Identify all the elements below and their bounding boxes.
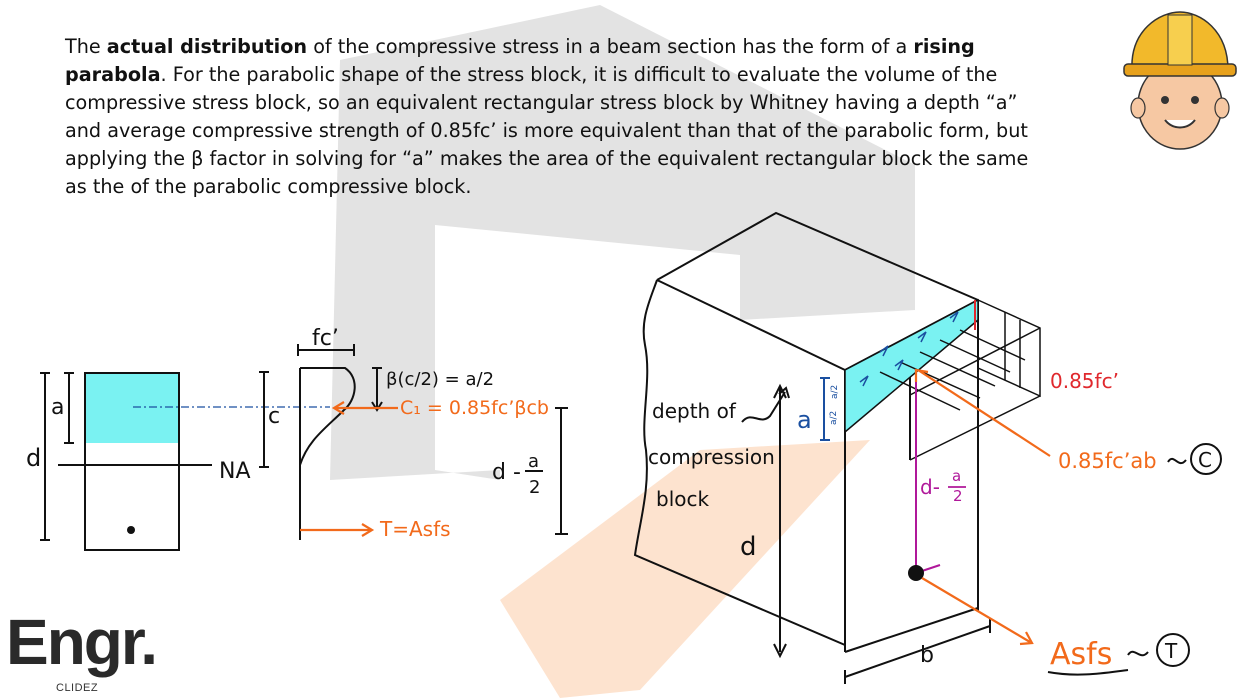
label-a2-top: a/2: [830, 385, 840, 399]
compression-force-arrow: [331, 401, 398, 415]
label-na: NA: [219, 459, 251, 484]
label-depth-of: depth of: [652, 399, 737, 423]
explanation-paragraph: The actual distribution of the compressi…: [65, 33, 1055, 201]
label-asfs: Asfs: [1050, 637, 1112, 672]
brand-logo: Engr. CLIDEZ: [6, 606, 158, 694]
label-c1-force: C₁ = 0.85fc’βcb: [400, 397, 549, 419]
label-compression: compression: [648, 445, 775, 469]
para-text-3: . For the parabolic shape of the stress …: [65, 63, 1029, 198]
b-dimension: [844, 619, 991, 684]
label-085fc: 0.85fc’: [1050, 369, 1119, 393]
beam-cross-section: [58, 372, 330, 551]
d-dimension-right: [773, 383, 787, 659]
label-t-circle: T: [1164, 639, 1178, 663]
rebar-dot: [127, 526, 135, 534]
label-d-a: a: [528, 451, 539, 472]
tension-resultant-arrow: [921, 577, 1034, 646]
label-dm-a: a: [952, 467, 961, 485]
compression-zone-fill: [85, 373, 179, 443]
label-a-right: a: [797, 406, 812, 434]
engineer-mascot-icon: [1123, 11, 1237, 150]
watermark-shape: [330, 5, 915, 698]
rebar-3d: [908, 565, 924, 581]
stress-block-arrows: [879, 299, 1041, 461]
parabolic-stress-block: [297, 344, 383, 540]
label-dm-2: 2: [953, 487, 963, 505]
label-d-left: d: [26, 444, 41, 472]
rectangular-stress-block: [844, 298, 979, 434]
label-c-circle: C: [1198, 448, 1212, 472]
logo-sub-text: CLIDEZ: [56, 682, 99, 694]
label-d-right: d: [740, 532, 757, 562]
para-bold-rising-parabola: rising parabola: [65, 35, 975, 86]
label-dm-d: d-: [920, 475, 940, 499]
dimension-lines-left: [40, 371, 269, 541]
t-circle: [1156, 633, 1190, 667]
para-bold-actual-distribution: actual distribution: [106, 35, 308, 58]
label-fc-top: fc’: [312, 326, 339, 351]
stress-arrow-heads: [859, 311, 959, 387]
a-dimension-blue: [820, 377, 830, 441]
label-c-left: c: [268, 404, 280, 429]
label-d-minus: d -: [492, 460, 521, 485]
label-a2-bot: a/2: [829, 411, 839, 425]
pointer-squiggle: [741, 391, 786, 423]
logo-main-text: Engr.: [6, 606, 158, 678]
label-block: block: [656, 487, 709, 511]
label-beta: β(c/2) = a/2: [386, 369, 494, 390]
para-text-2: of the compressive stress in a beam sect…: [307, 35, 914, 58]
para-text-1: The: [65, 35, 107, 58]
c-circle: [1190, 443, 1222, 475]
label-t-force: T=Asfs: [379, 517, 451, 541]
label-d-two: 2: [529, 477, 540, 498]
label-a-left: a: [51, 395, 64, 420]
label-b: b: [920, 643, 934, 668]
label-c-force: 0.85fc’ab: [1058, 449, 1157, 473]
compression-resultant-arrow: [914, 368, 1051, 457]
lever-arm-magenta: [915, 370, 941, 574]
tension-force-arrow: [300, 523, 375, 537]
lever-arm-dimension: [525, 407, 568, 535]
